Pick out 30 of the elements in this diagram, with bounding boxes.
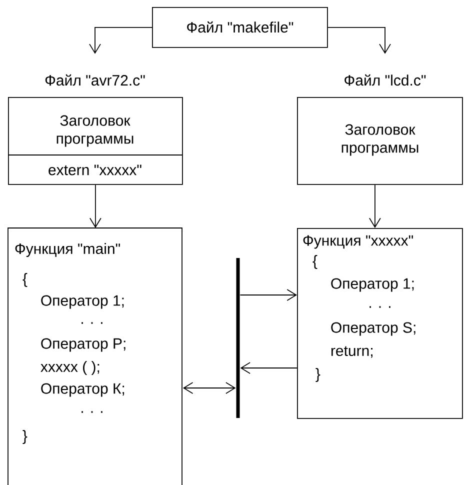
bar [236, 258, 240, 418]
code-line: return; [331, 346, 372, 358]
header-text: Заголовок программы [56, 115, 134, 147]
code-line: . . . [82, 411, 102, 413]
function-name: Функция "xxxxx" [303, 235, 413, 249]
arrow [327, 27, 391, 54]
code-line: } [22, 430, 28, 444]
function-name: Функция "main" [15, 243, 120, 257]
code-line: xxxxx ( ); [40, 361, 100, 375]
arrow [369, 184, 381, 228]
arrow [240, 289, 297, 301]
file-name: Файл "avr72.c" [45, 74, 145, 86]
code-line: . . . [82, 322, 102, 324]
extern-text: extern "xxxxx" [48, 164, 142, 176]
code-line: . . . [370, 306, 390, 308]
header-text: Заголовок программы [342, 124, 418, 156]
arrow [89, 27, 152, 54]
code-line: { [22, 273, 28, 287]
code-line: Оператор К; [41, 383, 124, 397]
code-line: { [312, 255, 318, 269]
code-line: Оператор 1; [41, 295, 124, 309]
code-line: Оператор S; [331, 322, 416, 336]
code-line: Оператор 1; [331, 278, 414, 292]
file-name: Файл "makefile" [187, 21, 294, 33]
arrow [182, 382, 236, 394]
file-name: Файл "lcd.c" [344, 74, 426, 86]
code-line: } [316, 368, 320, 382]
arrow [90, 184, 102, 228]
arrow [240, 362, 298, 374]
code-line: Оператор P; [41, 338, 126, 352]
